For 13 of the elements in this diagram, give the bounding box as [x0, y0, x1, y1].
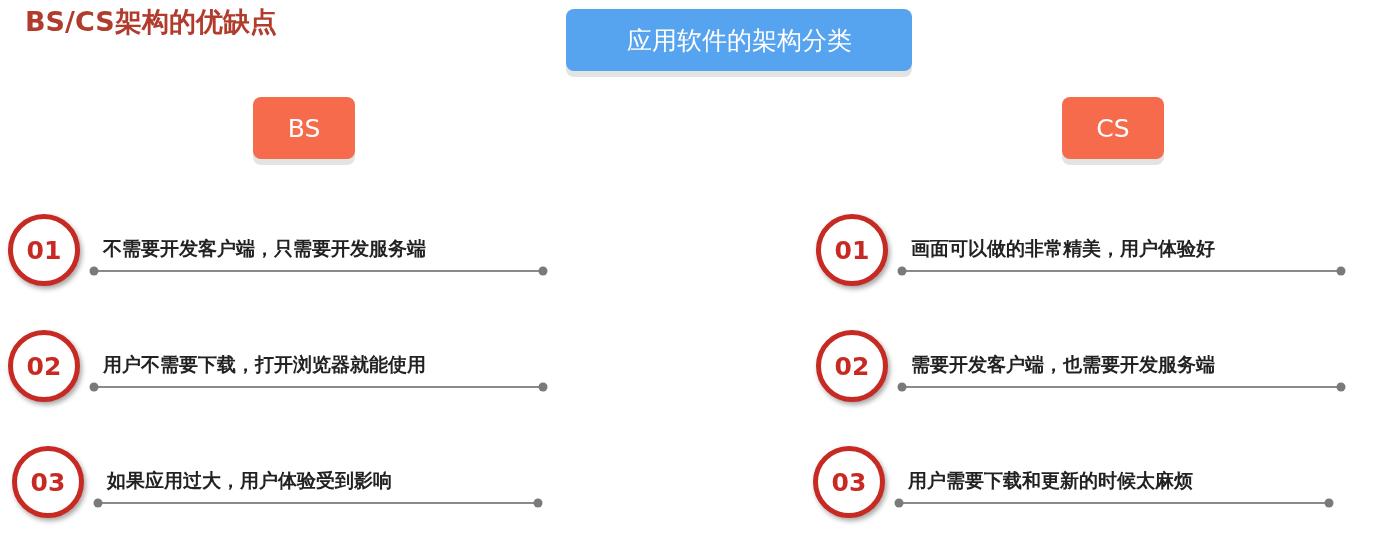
number-badge: 02 [816, 330, 888, 402]
item-text: 用户需要下载和更新的时候太麻烦 [908, 468, 1193, 493]
item-text: 画面可以做的非常精美，用户体验好 [911, 236, 1215, 261]
item-text: 不需要开发客户端，只需要开发服务端 [103, 236, 426, 261]
number-badge: 03 [813, 446, 885, 518]
item-text: 需要开发客户端，也需要开发服务端 [911, 352, 1215, 377]
item-text: 如果应用过大，用户体验受到影响 [107, 468, 392, 493]
slide-title: BS/CS架构的优缺点 [25, 5, 277, 39]
number-badge: 01 [816, 214, 888, 286]
number-badge: 03 [12, 446, 84, 518]
number-badge: 01 [8, 214, 80, 286]
item-text: 用户不需要下载，打开浏览器就能使用 [103, 352, 426, 377]
number-badge: 02 [8, 330, 80, 402]
